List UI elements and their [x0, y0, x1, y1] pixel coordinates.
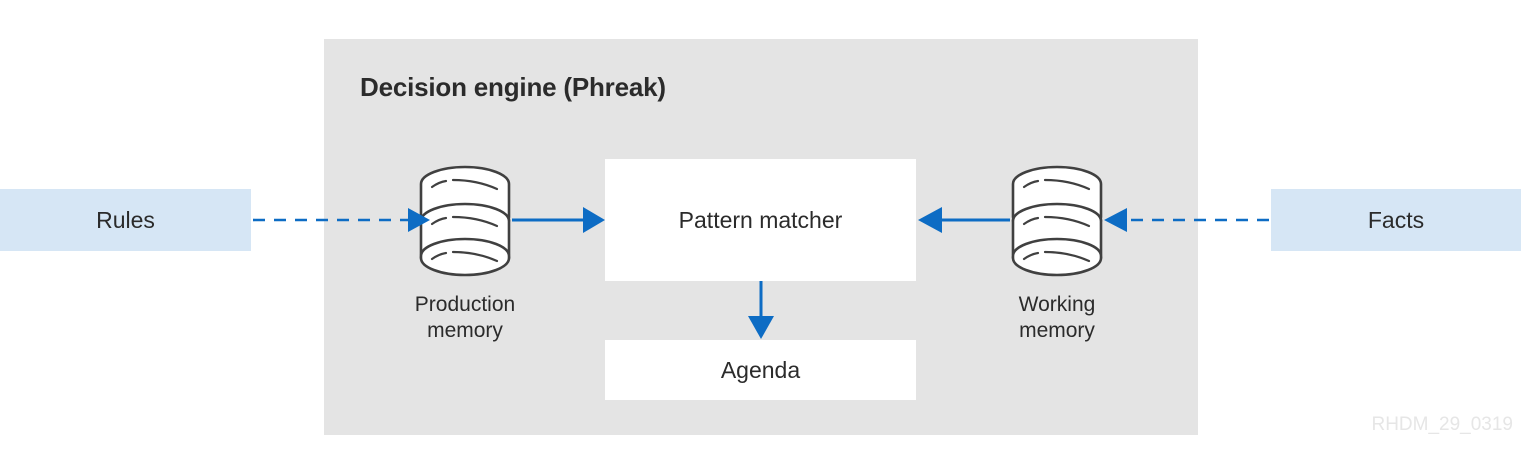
agenda-box: Agenda [605, 340, 916, 400]
facts-label: Facts [1367, 206, 1425, 233]
rules-box: Rules [0, 189, 251, 251]
working-memory-label: Working memory [1018, 293, 1096, 342]
page-title: Decision engine (Phreak) [360, 72, 666, 102]
pattern-matcher-label: Pattern matcher [678, 206, 843, 233]
facts-box: Facts [1271, 189, 1521, 251]
agenda-label: Agenda [720, 356, 801, 383]
working-memory-database-icon [1011, 164, 1103, 278]
watermark-label: RHDM_29_0319 [1371, 414, 1513, 435]
production-memory-label: Production memory [414, 293, 516, 342]
rules-label: Rules [96, 206, 155, 233]
pattern-matcher-box: Pattern matcher [605, 159, 916, 281]
production-memory-database-icon [419, 164, 511, 278]
